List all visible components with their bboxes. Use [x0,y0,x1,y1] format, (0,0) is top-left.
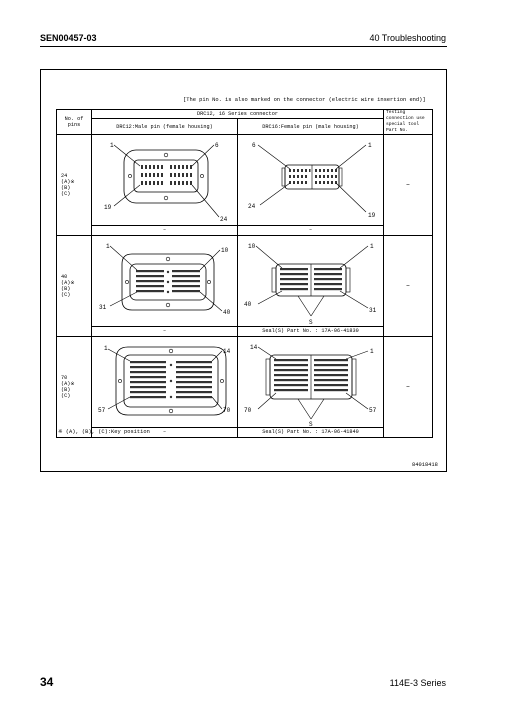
section-title: 40 Troubleshooting [369,33,446,43]
key-c: (C) [61,393,71,399]
pin-label: 19 [368,212,376,219]
header-pins: No. of pins [56,109,92,135]
doc-code: SEN00457-03 [40,33,97,43]
page-number: 34 [40,675,54,689]
pin-label: 40 [244,301,252,308]
pin-label: 31 [99,304,107,311]
pin-label: 1 [368,142,372,149]
pin-count-40: 40 (A)※ (B) (C) [56,235,92,337]
pin-label: 40 [223,309,231,316]
figure-number: 84018418 [412,462,438,468]
key-a: (A)※ [61,280,75,286]
female-24-diagram: 6 1 24 19 [236,134,385,226]
pin-label: 1 [370,348,374,355]
pin-label: 1 [110,142,114,149]
male-70-diagram: 1 14 57 70 [91,336,238,428]
pin-label: 10 [221,247,229,254]
pin-label: 24 [220,216,228,223]
pin-label: 6 [215,142,219,149]
pin-label: 70 [223,407,231,414]
figure-note: [The pin No. is also marked on the conne… [183,97,426,103]
connector-70-female-drawing: 14 1 70 57 S [244,344,377,427]
header-male: DRC12:Male pin (female housing) [91,118,238,135]
pin-label: 1 [104,345,108,352]
key-b: (B) [61,286,71,292]
connector-table: No. of pins DRC12, 16 Series connector T… [56,108,434,438]
pin-label: 19 [104,204,112,211]
tool-70: – [383,336,434,438]
series-label: 114E-3 Series [389,678,446,688]
connector-40-male-drawing: 1 10 31 40 [99,243,231,316]
figure-frame [40,69,447,472]
female-70-caption: Seal(S) Part No. : 17A-06-41840 [236,427,385,438]
pin-label: 57 [98,407,106,414]
header-series: DRC12, 16 Series connector [90,108,385,120]
pin-count-24: 24 (A)※ (B) (C) [56,134,92,236]
pin-label: 14 [223,348,231,355]
header-female: DRC16:Female pin (male housing) [236,118,385,135]
female-70-diagram: 14 1 70 57 S [236,336,385,428]
connector-70-male-drawing: 1 14 57 70 [98,345,231,416]
female-40-caption: Seal(S) Part No. : 17A-06-41830 [236,326,385,337]
pin-label: 24 [248,203,256,210]
pin-label: 1 [370,243,374,250]
female-40-diagram: 10 1 40 31 S [236,235,385,327]
connector-40-female-drawing: 10 1 40 31 S [244,243,377,326]
pin-label: 1 [106,243,110,250]
male-40-diagram: 1 10 31 40 [91,235,238,327]
key-footnote: ※ (A), (B), (C):Key position [58,429,150,435]
seal-label: S [309,421,313,427]
key-c: (C) [61,292,71,298]
pin-label: 14 [250,344,258,351]
connector-24-male-drawing: 1 6 19 24 [104,142,228,223]
pin-count-70: 70 (A)※ (B) (C) [56,336,92,438]
pin-label: 6 [252,142,256,149]
pin-label: 57 [369,407,377,414]
pin-label: 70 [244,407,252,414]
key-b: (B) [61,387,71,393]
pin-count: 40 [61,274,68,280]
connector-24-female-drawing: 6 1 24 19 [248,142,376,219]
key-c: (C) [61,191,71,197]
male-24-caption: – [91,225,238,236]
male-24-diagram: 1 6 19 24 [91,134,238,226]
header-rule [40,46,447,47]
key-a: (A)※ [61,381,75,387]
key-b: (B) [61,185,71,191]
key-a: (A)※ [61,179,75,185]
pin-label: 10 [248,243,256,250]
tool-24: – [383,134,434,236]
seal-label: S [309,319,313,326]
pin-count: 24 [61,173,68,179]
tool-40: – [383,235,434,337]
male-40-caption: – [91,326,238,337]
female-24-caption: – [236,225,385,236]
pin-count: 70 [61,375,68,381]
pin-label: 31 [369,307,377,314]
header-tool: Testing connection use special tool Part… [383,109,434,135]
